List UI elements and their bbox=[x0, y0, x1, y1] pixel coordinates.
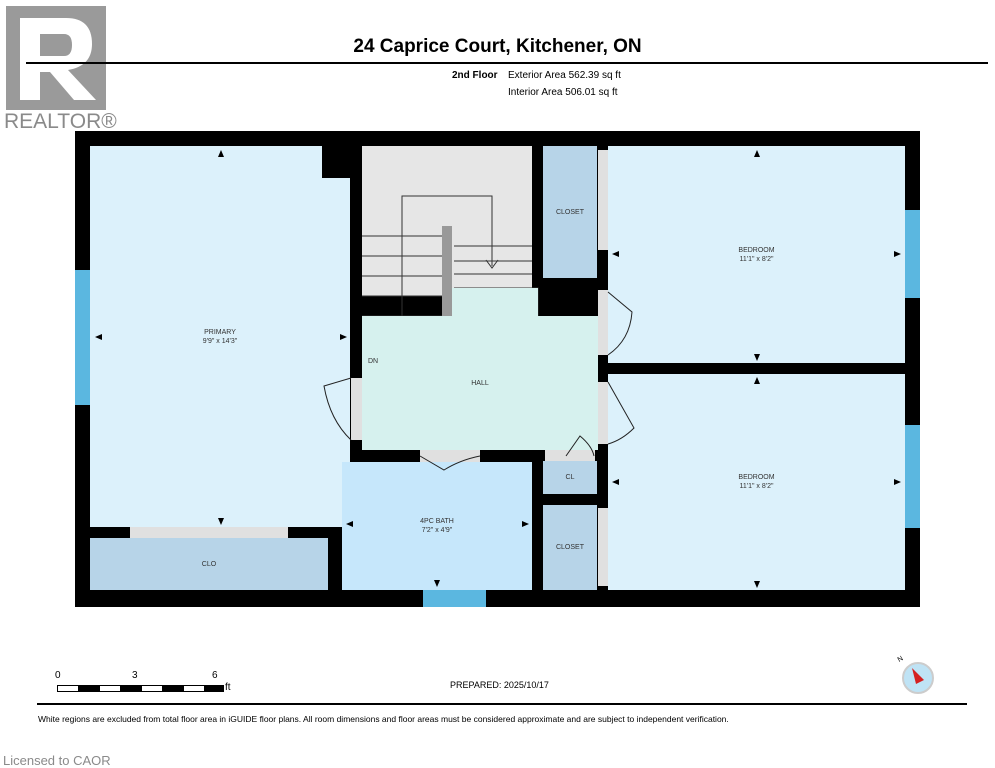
scale-tick-0: 0 bbox=[55, 670, 61, 681]
dimension-arrow-icon bbox=[340, 334, 347, 340]
scale-bar-segment bbox=[183, 685, 205, 692]
scale-bar-segment bbox=[204, 685, 224, 692]
room-label: PRIMARY bbox=[204, 328, 236, 336]
dimension-arrow-icon bbox=[612, 479, 619, 485]
closet-bottom-opening bbox=[598, 508, 608, 586]
room-closet-top: CLOSET bbox=[543, 146, 597, 278]
room-dimensions: 9'9" x 14'3" bbox=[202, 337, 238, 345]
address-title: 24 Caprice Court, Kitchener, ON bbox=[353, 36, 642, 57]
floor-name: 2nd Floor bbox=[452, 70, 498, 81]
realtor-r-icon bbox=[20, 18, 96, 100]
scale-bar-segment bbox=[120, 685, 142, 692]
door-bath bbox=[420, 450, 480, 462]
dimension-arrow-icon bbox=[218, 150, 224, 157]
room-label: CL bbox=[565, 474, 575, 481]
door-bedroom-bottom bbox=[598, 382, 608, 444]
room-bedroom-bottom: BEDROOM 11'1" x 8'2" bbox=[608, 374, 905, 590]
scale-bar-segment bbox=[78, 685, 100, 692]
header-rule bbox=[26, 62, 988, 64]
scale-bar-segment bbox=[141, 685, 163, 692]
interior-area: Interior Area 506.01 sq ft bbox=[508, 87, 618, 98]
room-label: CLOSET bbox=[555, 208, 584, 216]
door-opening-clo bbox=[130, 527, 288, 538]
room-bedroom-top: BEDROOM 11'1" x 8'2" bbox=[608, 146, 905, 363]
room-hall: HALL bbox=[362, 316, 598, 450]
disclaimer: White regions are excluded from total fl… bbox=[38, 714, 729, 724]
room-cl: CL bbox=[543, 461, 597, 494]
room-label: CLO bbox=[201, 560, 217, 568]
scale-tick-6: 6 bbox=[212, 670, 218, 681]
window-bedroom-bottom bbox=[905, 425, 920, 528]
closet-top-opening bbox=[598, 150, 608, 250]
dimension-arrow-icon bbox=[218, 518, 224, 525]
exterior-area: Exterior Area 562.39 sq ft bbox=[508, 70, 621, 81]
realtor-logo-text: REALTOR® bbox=[4, 110, 117, 133]
dimension-arrow-icon bbox=[612, 251, 619, 257]
door-primary bbox=[351, 378, 362, 440]
room-dimensions: 11'1" x 8'2" bbox=[739, 483, 774, 490]
compass-icon bbox=[902, 662, 934, 694]
room-closet-bottom: CLOSET bbox=[543, 505, 597, 590]
room-label: CLOSET bbox=[555, 544, 584, 551]
dimension-arrow-icon bbox=[754, 150, 760, 157]
wall-notch bbox=[322, 146, 358, 178]
room-label: HALL bbox=[471, 379, 489, 387]
dimension-arrow-icon bbox=[894, 251, 901, 257]
scale-unit: ft bbox=[225, 682, 231, 693]
scale-bar-segment bbox=[57, 685, 79, 692]
dimension-arrow-icon bbox=[754, 581, 760, 588]
scale-bar-segment bbox=[99, 685, 121, 692]
room-dimensions: 11'1" x 8'2" bbox=[739, 255, 774, 263]
room-label: BEDROOM bbox=[738, 474, 775, 481]
dimension-arrow-icon bbox=[894, 479, 901, 485]
room-bath: 4PC BATH 7'2" x 4'9" bbox=[342, 462, 532, 590]
realtor-logo bbox=[6, 6, 106, 110]
room-label: BEDROOM bbox=[738, 246, 775, 254]
dimension-arrow-icon bbox=[754, 354, 760, 361]
page-title: 24 Caprice Court, Kitchener, ON bbox=[0, 36, 995, 58]
window-primary bbox=[75, 270, 90, 405]
dimension-arrow-icon bbox=[522, 521, 529, 527]
prepared-date: PREPARED: 2025/10/17 bbox=[450, 680, 549, 690]
scale-tick-3: 3 bbox=[132, 670, 138, 681]
door-cl bbox=[545, 450, 595, 461]
dimension-arrow-icon bbox=[434, 580, 440, 587]
room-label: 4PC BATH bbox=[420, 518, 454, 525]
room-primary: PRIMARY 9'9" x 14'3" bbox=[90, 146, 350, 527]
door-bedroom-top bbox=[598, 290, 608, 355]
license-text: Licensed to CAOR bbox=[3, 753, 111, 768]
dimension-arrow-icon bbox=[95, 334, 102, 340]
room-dimensions: 7'2" x 4'9" bbox=[421, 527, 453, 534]
window-bedroom-top bbox=[905, 210, 920, 298]
hall-extension bbox=[452, 288, 538, 318]
room-clo: CLO bbox=[90, 538, 328, 590]
stairs-down-label: DN bbox=[368, 358, 379, 365]
dimension-arrow-icon bbox=[754, 377, 760, 384]
footer-rule bbox=[37, 703, 967, 705]
dimension-arrow-icon bbox=[346, 521, 353, 527]
window-bath bbox=[423, 590, 486, 607]
scale-bar-segment bbox=[162, 685, 184, 692]
